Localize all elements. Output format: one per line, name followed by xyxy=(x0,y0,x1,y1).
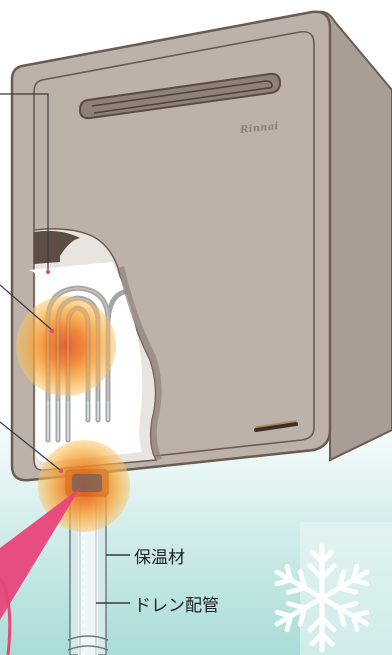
drain-pipe-label: ドレン配管 xyxy=(134,591,219,616)
insulation-label: 保温材 xyxy=(134,543,185,568)
heat-highlight-icon xyxy=(16,296,116,396)
